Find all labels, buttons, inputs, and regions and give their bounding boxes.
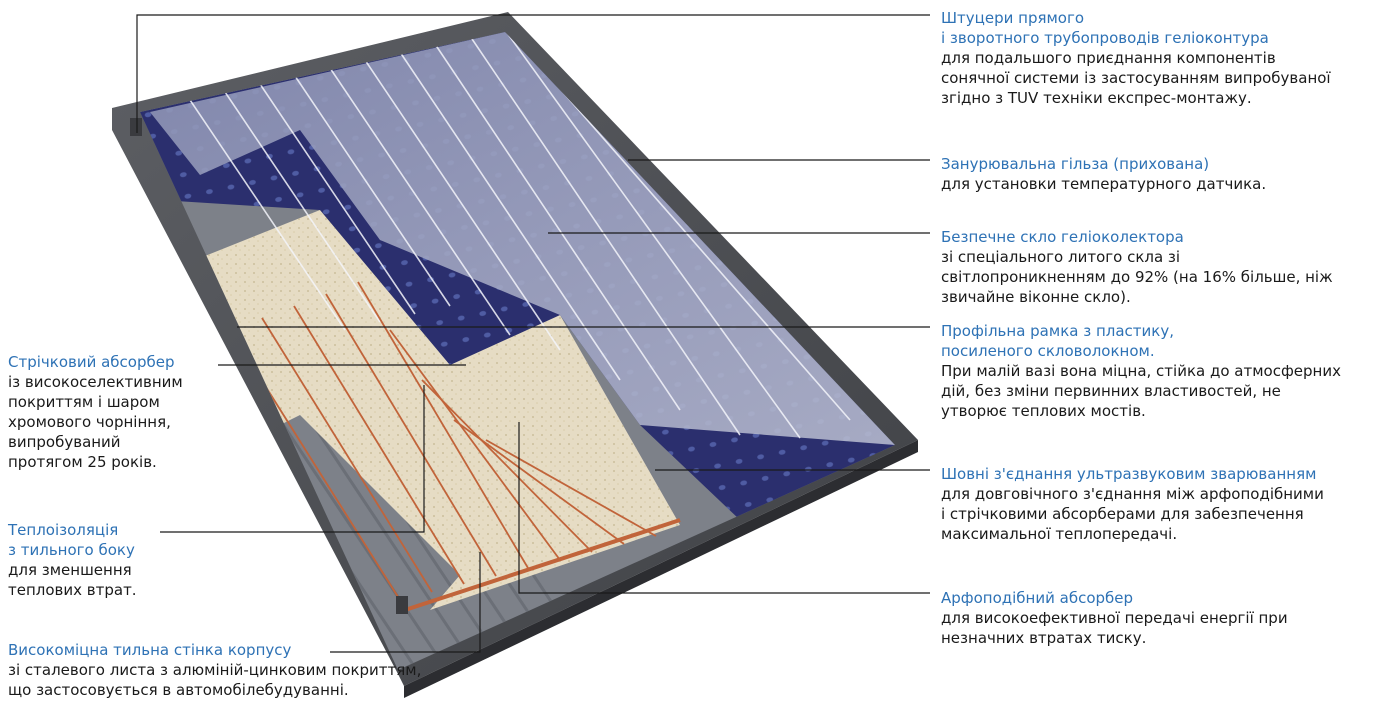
callout-fittings: Штуцери прямого і зворотного трубопровод… — [941, 8, 1381, 108]
leader-back — [330, 552, 481, 653]
leader-fittings — [136, 14, 930, 133]
callout-welded-title: Шовні з'єднання ультразвуковим зварюванн… — [941, 465, 1317, 483]
callout-glass: Безпечне скло геліоколектора зі спеціаль… — [941, 227, 1381, 307]
insulation-texture — [200, 210, 680, 610]
callout-welded-desc: для довговічного з'єднання між арфоподіб… — [941, 485, 1324, 543]
callout-strip-absorber: Стрічковий абсорбер із високоселективним… — [8, 352, 213, 472]
callout-glass-title: Безпечне скло геліоколектора — [941, 228, 1184, 246]
callout-harp: Арфоподібний абсорбер для високоефективн… — [941, 588, 1381, 648]
solar-collector-panel — [112, 12, 918, 698]
leader-harp — [518, 422, 930, 594]
callout-back-desc: зі сталевого листа з алюміній-цинковим п… — [8, 661, 422, 699]
inlet-fitting — [130, 118, 142, 136]
callout-leader-lines — [136, 14, 930, 653]
callout-insulation-title: Теплоізоляція з тильного боку — [8, 521, 135, 559]
callout-sleeve-title: Занурювальна гільза (прихована) — [941, 155, 1210, 173]
callout-insulation: Теплоізоляція з тильного боку для зменше… — [8, 520, 168, 600]
callout-glass-desc: зі спеціального литого скла зі світлопро… — [941, 248, 1333, 306]
outlet-fitting — [396, 596, 408, 614]
callout-welded: Шовні з'єднання ультразвуковим зварюванн… — [941, 464, 1381, 544]
callout-strip-title: Стрічковий абсорбер — [8, 353, 175, 371]
callout-frame-title: Профільна рамка з пластику, посиленого с… — [941, 322, 1174, 360]
callout-insulation-desc: для зменшення теплових втрат. — [8, 561, 137, 599]
callout-sleeve: Занурювальна гільза (прихована) для уста… — [941, 154, 1381, 194]
callout-back-title: Високоміцна тильна стінка корпусу — [8, 641, 292, 659]
callout-frame-desc: При малій вазі вона міцна, стійка до атм… — [941, 362, 1341, 420]
frame-shadow-edge — [404, 440, 918, 698]
callout-harp-desc: для високоефективної передачі енергії пр… — [941, 609, 1288, 647]
callout-fittings-desc: для подальшого приєднання компонентів со… — [941, 49, 1331, 107]
callout-strip-desc: із високоселективним покриттям і шаром х… — [8, 373, 183, 471]
safety-glass — [150, 32, 895, 445]
callout-frame: Профільна рамка з пластику, посиленого с… — [941, 321, 1386, 421]
callout-back-wall: Високоміцна тильна стінка корпусу зі ста… — [8, 640, 488, 700]
callout-fittings-title: Штуцери прямого і зворотного трубопровод… — [941, 9, 1269, 47]
leader-insulation — [160, 385, 425, 533]
callout-sleeve-desc: для установки температурного датчика. — [941, 175, 1267, 193]
bottom-header-pipe — [404, 518, 681, 612]
callout-harp-title: Арфоподібний абсорбер — [941, 589, 1134, 607]
glass-reflection-lines — [189, 32, 851, 439]
